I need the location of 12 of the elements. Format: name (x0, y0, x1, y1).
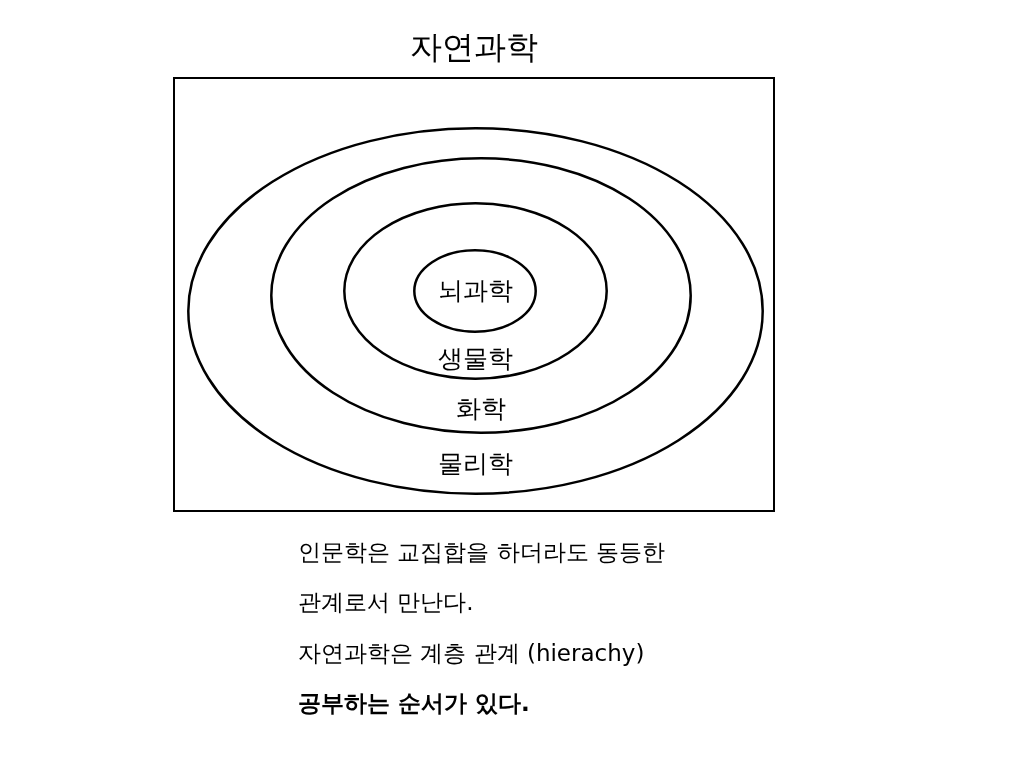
ellipse-label: 물리학 (438, 449, 513, 479)
note-text: 공부하는 순서가 있다. (298, 689, 531, 718)
note-text: 자연과학은 계층 관계 (hierachy) (298, 639, 646, 668)
note-text: 인문학은 교집합을 하더라도 동등한 관계로서 만난다. (298, 538, 666, 617)
ellipse-label: 뇌과학 (437, 276, 513, 306)
ellipse (270, 157, 692, 434)
ellipse-label: 생물학 (438, 344, 513, 374)
ellipse (343, 202, 608, 380)
heading: 자연과학 (410, 27, 538, 67)
ellipse-label: 화학 (456, 394, 506, 424)
ellipse (187, 127, 764, 495)
ellipse (413, 249, 537, 333)
